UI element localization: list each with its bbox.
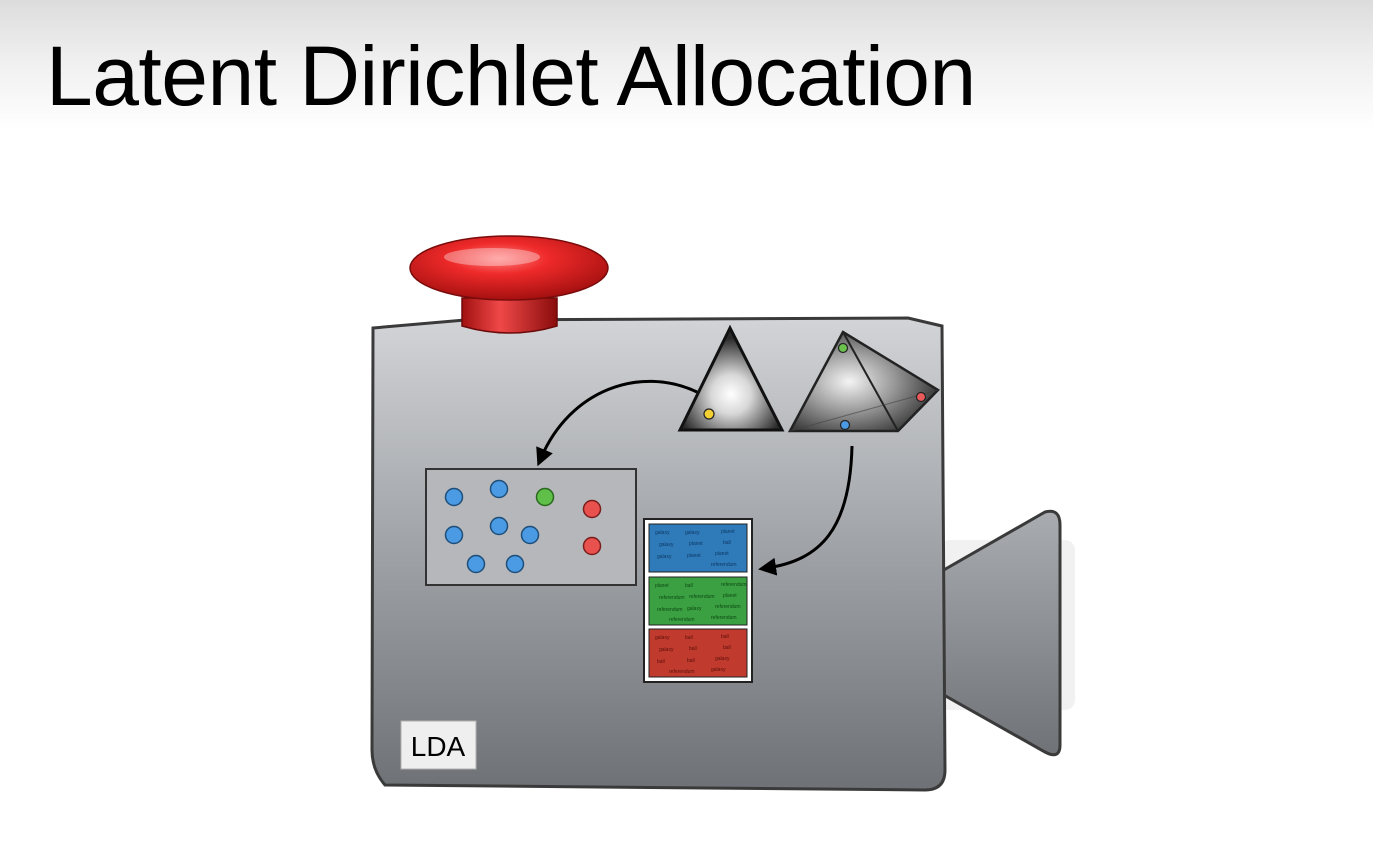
topic-green-word: ball (685, 583, 693, 589)
red-button[interactable] (409, 235, 609, 334)
topic-blue-word: referendum (711, 562, 737, 568)
topic-blue-word: galaxy (655, 530, 670, 536)
camera-lens (933, 509, 1075, 757)
document-dot-blue (505, 554, 525, 574)
document-panel (425, 468, 637, 586)
topic-blue-word: planet (689, 541, 703, 547)
topic-blue-word: planet (715, 551, 729, 557)
document-dot-blue (466, 554, 486, 574)
document-dot-green (535, 487, 555, 507)
topic-blue-word: planet (721, 529, 735, 535)
topic-green-word: planet (723, 593, 737, 599)
topic-green-word: planet (655, 583, 669, 589)
document-dot-red (582, 499, 602, 519)
lda-label-text: LDA (411, 731, 466, 762)
topic-green-word: referendum (715, 604, 741, 610)
topic-blue-word: ball (723, 540, 731, 546)
document-topic-triangle (677, 324, 785, 432)
topic-red-word: ball (657, 659, 665, 665)
document-dot-blue (520, 525, 540, 545)
topic-green-word: galaxy (687, 606, 702, 612)
topic-red-word: galaxy (659, 647, 674, 653)
topic-red-word: ball (721, 634, 729, 640)
topic-point-green (837, 342, 849, 354)
topic-green-box (648, 576, 748, 626)
topic-point-red (915, 391, 927, 403)
document-dot-blue (444, 487, 464, 507)
document-dot-red (582, 536, 602, 556)
topic-blue-word: planet (687, 553, 701, 559)
topic-red-word: galaxy (655, 635, 670, 641)
title-band (0, 0, 1373, 130)
topic-red-word: ball (685, 635, 693, 641)
slide-title: Latent Dirichlet Allocation (46, 29, 976, 123)
document-dot-blue (489, 479, 509, 499)
topic-point-blue (839, 419, 851, 431)
lda-label: LDA (400, 720, 477, 770)
topic-blue-word: galaxy (659, 542, 674, 548)
document-dot-blue (444, 525, 464, 545)
topic-green-word: referendum (669, 617, 695, 623)
topic-green-word: referendum (657, 607, 683, 613)
arrow-to-document (536, 379, 698, 467)
topic-red-word: referendum (669, 669, 695, 675)
topic-green-word: referendum (711, 615, 737, 621)
topic-word-panel: galaxy galaxy planet galaxy planet ball galaxy… (643, 518, 753, 683)
topic-green-word: referendum (659, 595, 685, 601)
topic-red-word: galaxy (711, 667, 726, 673)
topic-mixture-point (703, 408, 715, 420)
topic-red-word: ball (689, 646, 697, 652)
document-dot-blue (489, 516, 509, 536)
topic-blue-word: galaxy (685, 530, 700, 536)
topic-words: galaxy galaxy planet galaxy planet ball galaxy… (655, 529, 747, 675)
topic-blue-word: galaxy (657, 554, 672, 560)
topic-red-word: ball (687, 658, 695, 664)
topic-red-word: ball (723, 645, 731, 651)
topic-word-simplex (787, 330, 940, 433)
topic-red-word: galaxy (715, 656, 730, 662)
topic-green-word: referendum (689, 594, 715, 600)
topic-red-box (648, 628, 748, 678)
lens-cone (933, 509, 1062, 757)
arrow-to-topics (758, 445, 854, 576)
topic-green-word: referendum (721, 582, 747, 588)
topic-blue-box (648, 523, 748, 573)
